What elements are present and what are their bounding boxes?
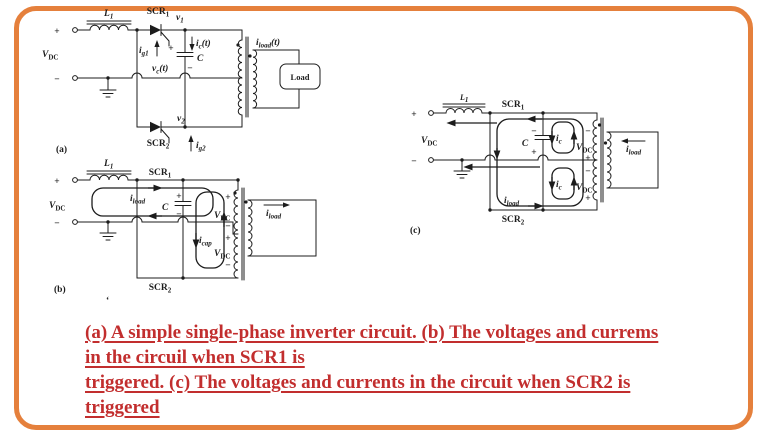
circuit-c: + L1 SCR1 VDC − (410, 93, 659, 236)
label-v2: v2 (177, 114, 185, 126)
plus-terminal-label: + (54, 27, 59, 37)
label-vc-t: vc(t) (152, 63, 168, 76)
label-l1: L1 (103, 9, 113, 21)
caption-line-1: (a) A simple single-phase inverter circu… (85, 322, 659, 343)
label-c: C (197, 54, 204, 64)
label-c: C (522, 139, 529, 149)
label-iload-t: iload(t) (256, 37, 280, 50)
circuit-b: + L1 SCR1 iload (49, 159, 317, 306)
ground-symbol (453, 159, 471, 179)
winding-minus: − (585, 127, 590, 137)
label-scr1: SCR1 (149, 168, 172, 180)
label-vdc-lower: VDC (214, 249, 230, 261)
caption-line-4: triggered (85, 397, 160, 418)
transformer-symbol (233, 179, 253, 281)
wire-hop (177, 216, 189, 223)
plus-terminal-label: + (54, 177, 59, 187)
minus-terminal-label: − (54, 219, 59, 229)
inductor-symbol (86, 20, 132, 31)
panel-label-c: (c) (410, 225, 421, 236)
cap-minus: − (531, 127, 536, 137)
ground-symbol (99, 77, 117, 98)
transformer-symbol (236, 29, 258, 128)
minus-terminal-label: − (54, 75, 59, 85)
label-l1: L1 (103, 159, 113, 171)
label-v1: v1 (176, 13, 184, 25)
cap-plus: + (176, 192, 181, 202)
cap-current-loop-upper (548, 121, 578, 154)
capacitor-symbol (176, 29, 194, 128)
load-label: Load (291, 72, 310, 82)
label-ic-upper: ic (556, 134, 562, 146)
load-current-loop (446, 115, 584, 210)
label-vdc-upper: VDC (214, 211, 230, 223)
cap-current-loop-lower (548, 167, 578, 200)
label-vdc-lower: VDC (576, 183, 592, 195)
label-vdc: VDC (42, 50, 58, 62)
label-vdc: VDC (421, 136, 437, 148)
circuit-a: + L1 SCR1 v1 ig1 (42, 7, 321, 155)
panel-label-b: (b) (54, 284, 66, 295)
label-vdc: VDC (49, 201, 65, 213)
cap-plus: + (531, 148, 536, 158)
label-ic-t: ic(t) (196, 38, 211, 51)
terminal-negative (428, 157, 434, 163)
label-scr2: SCR2 (149, 283, 172, 295)
label-ig2: ig2 (196, 141, 206, 153)
caption-line-2: in the circuil when SCR1 is (85, 347, 305, 368)
cap-current-loop (192, 191, 228, 269)
cap-plus: + (168, 44, 173, 54)
inductor-symbol (86, 170, 132, 181)
label-iload-secondary: iload (626, 145, 642, 157)
winding-minus: − (585, 167, 590, 177)
caption-line-3: triggered. (c) The voltages and currents… (85, 372, 631, 393)
terminal-negative (72, 219, 78, 225)
label-scr1: SCR1 (147, 7, 170, 19)
label-vdc-upper: VDC (576, 143, 592, 155)
label-ic-lower: ic (556, 180, 562, 192)
inductor-symbol (442, 103, 486, 114)
capacitor-symbol (174, 179, 192, 279)
transformer-symbol (592, 112, 612, 211)
label-scr1: SCR1 (502, 100, 525, 112)
load-current-loop (91, 184, 214, 220)
winding-plus: + (225, 234, 230, 244)
winding-minus: − (225, 261, 230, 271)
label-ig1: ig1 (139, 46, 149, 58)
winding-plus: + (225, 193, 230, 203)
winding-plus: + (585, 154, 590, 164)
scr1-symbol (150, 24, 170, 47)
label-scr2: SCR2 (147, 139, 170, 151)
terminal-positive (428, 110, 434, 116)
minus-terminal-label: − (411, 157, 416, 167)
capacitor-symbol (534, 112, 552, 211)
label-icap: icap (199, 236, 212, 248)
label-l1: L1 (459, 93, 468, 104)
figure-caption: (a) A simple single-phase inverter circu… (85, 320, 658, 420)
load-box (279, 63, 321, 90)
terminal-negative (72, 75, 78, 81)
cap-minus: − (187, 64, 192, 74)
label-scr2: SCR2 (502, 215, 525, 227)
panel-label-a: (a) (56, 144, 67, 155)
label-iload: iload (504, 196, 520, 208)
cap-minus: − (176, 210, 181, 220)
winding-minus: − (225, 222, 230, 232)
label-iload-secondary: iload (266, 209, 282, 221)
terminal-positive (72, 177, 78, 183)
wire-hop (179, 72, 191, 79)
ground-symbol (99, 221, 117, 241)
terminal-positive (72, 27, 78, 33)
plus-terminal-label: + (411, 110, 416, 120)
label-iload: iload (130, 194, 146, 206)
winding-plus: + (585, 194, 590, 204)
stray-mark: ‘ (106, 295, 109, 306)
label-c: C (162, 203, 169, 213)
